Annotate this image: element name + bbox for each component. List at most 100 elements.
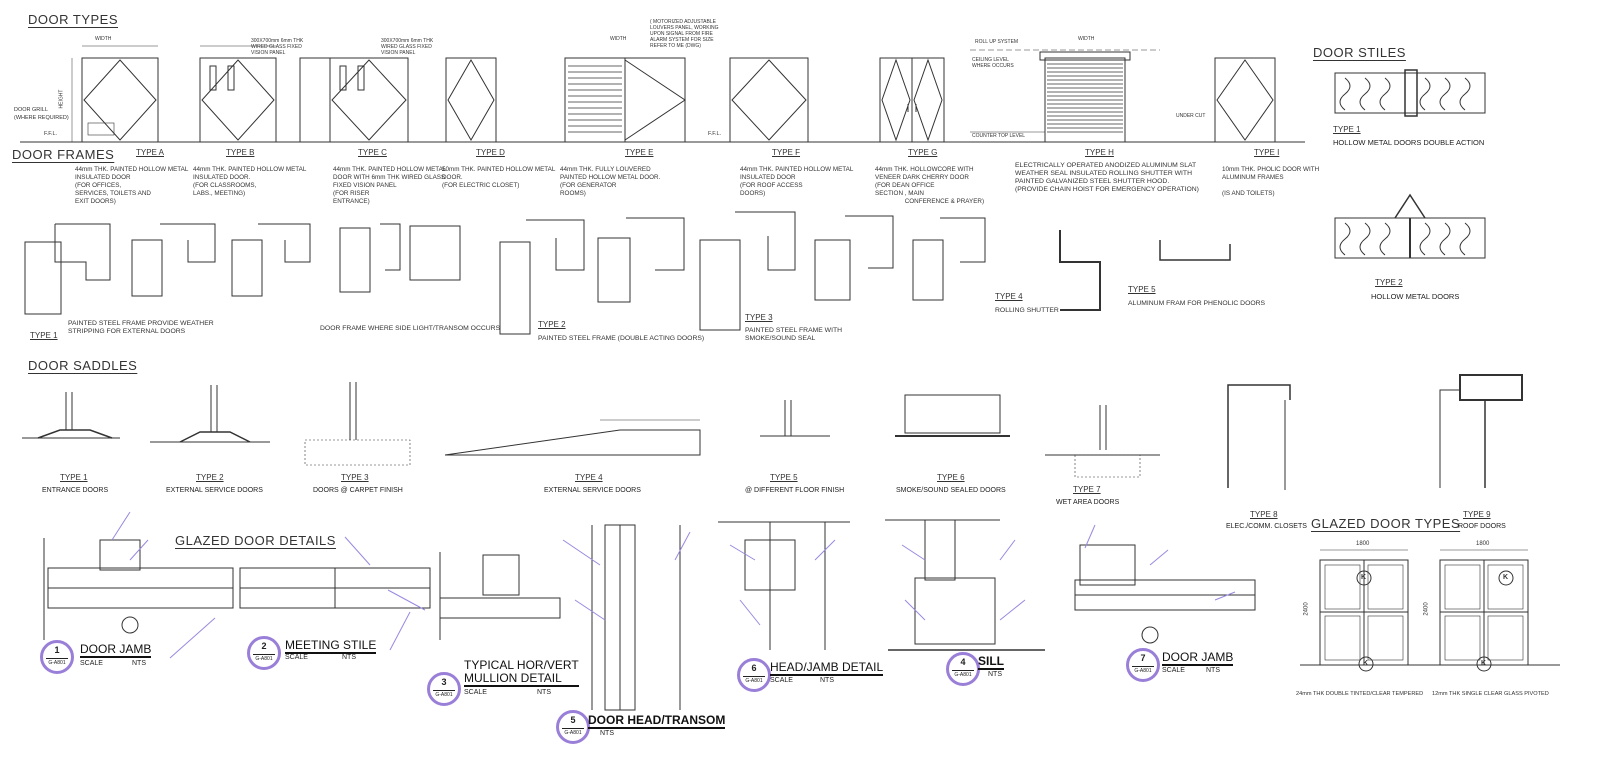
louvre-note: ( MOTORIZED ADJUSTABLE LOUVERS PANEL, WO… bbox=[650, 19, 719, 49]
door-stiles-drawing bbox=[1334, 69, 1486, 259]
counter-top-note: COUNTER TOP LEVEL bbox=[972, 133, 1026, 139]
glazed-type-1-width: 1800 bbox=[1356, 541, 1370, 547]
detail-7-number: 7 bbox=[1140, 653, 1146, 663]
saddle-type-4-caption: EXTERNAL SERVICE DOORS bbox=[544, 487, 641, 494]
detail-1-number: 1 bbox=[54, 645, 60, 655]
door-type-e-elevation bbox=[564, 57, 686, 143]
saddle-type-2-label: TYPE 2 bbox=[196, 473, 224, 482]
under-cut-note: UNDER CUT bbox=[1176, 113, 1206, 119]
saddle-type-3-caption: DOORS @ CARPET FINISH bbox=[313, 487, 403, 494]
frame-type-5-label: TYPE 5 bbox=[1128, 285, 1156, 294]
detail-3-title: TYPICAL HOR/VERT MULLION DETAIL bbox=[464, 658, 579, 687]
saddle-type-5-label: TYPE 5 bbox=[770, 473, 798, 482]
door-type-b-desc: 44mm THK. PAINTED HOLLOW METAL INSULATED… bbox=[193, 166, 307, 197]
detail-7-title: DOOR JAMB bbox=[1162, 650, 1234, 666]
saddle-type-3-label: TYPE 3 bbox=[341, 473, 369, 482]
detail-7-bubble: 7 G-A801 bbox=[1126, 648, 1160, 682]
detail-6-scale-label: SCALE bbox=[770, 677, 793, 684]
saddle-type-7-label: TYPE 7 bbox=[1073, 485, 1101, 494]
detail-2-sheet: G-A801 bbox=[253, 654, 275, 662]
detail-3-bubble: 3 G-A801 bbox=[427, 672, 461, 706]
glazed-type-2-caption: 12mm THK SINGLE CLEAR GLASS PIVOTED bbox=[1432, 691, 1549, 697]
door-type-h-elevation bbox=[970, 49, 1160, 143]
stile-type-1-label: TYPE 1 bbox=[1333, 125, 1361, 134]
glazed-type-2-height: 2400 bbox=[1423, 602, 1430, 616]
door-type-a-label: TYPE A bbox=[136, 148, 165, 157]
detail-5-number: 5 bbox=[570, 715, 576, 725]
glazed-details-drawing bbox=[43, 519, 1256, 711]
detail-1-scale: NTS bbox=[132, 660, 146, 667]
door-type-e-desc: 44mm THK. FULLY LOUVERED PAINTED HOLLOW … bbox=[560, 166, 661, 197]
glazed-mark-k-2: K bbox=[1363, 660, 1369, 667]
saddle-type-6-label: TYPE 6 bbox=[937, 473, 965, 482]
door-type-i-desc: 10mm THK. PHOLIC DOOR WITH ALUMINUM FRAM… bbox=[1222, 166, 1320, 197]
frame-type-2-caption: PAINTED STEEL FRAME (DOUBLE ACTING DOORS… bbox=[538, 335, 705, 342]
width-dimension-e: WIDTH bbox=[610, 36, 627, 42]
detail-6-sheet: G-A801 bbox=[743, 676, 765, 684]
saddle-type-6-caption: SMOKE/SOUND SEALED DOORS bbox=[896, 487, 1006, 494]
door-type-c-elevation bbox=[299, 57, 409, 143]
frame-type-1-label: TYPE 1 bbox=[30, 331, 58, 340]
door-type-d-label: TYPE D bbox=[476, 148, 505, 157]
saddle-type-1-label: TYPE 1 bbox=[60, 473, 88, 482]
detail-2-bubble: 2 G-A801 bbox=[247, 636, 281, 670]
detail-2-scale: NTS bbox=[342, 654, 356, 661]
detail-1-sheet: G-A801 bbox=[46, 658, 68, 666]
door-type-i-label: TYPE I bbox=[1254, 148, 1280, 157]
ffl-label-e: F.F.L. bbox=[708, 131, 722, 137]
frame-type-3-caption: PAINTED STEEL FRAME WITH SMOKE/SOUND SEA… bbox=[745, 327, 843, 342]
saddle-type-1-caption: ENTRANCE DOORS bbox=[42, 487, 109, 494]
width-dimension-a: WIDTH bbox=[95, 36, 112, 42]
frame-type-4-caption: ROLLING SHUTTER bbox=[995, 307, 1059, 314]
detail-4-scale: NTS bbox=[988, 671, 1002, 678]
glazed-types-drawing bbox=[1300, 549, 1560, 672]
door-type-d-elevation bbox=[445, 57, 497, 143]
door-type-c-label: TYPE C bbox=[358, 148, 387, 157]
saddle-type-2-caption: EXTERNAL SERVICE DOORS bbox=[166, 487, 263, 494]
door-saddles-title: DOOR SADDLES bbox=[28, 358, 138, 373]
saddle-type-9-label: TYPE 9 bbox=[1463, 510, 1491, 519]
detail-5-bubble: 5 G-A801 bbox=[556, 710, 590, 744]
detail-4-title: SILL bbox=[978, 654, 1004, 670]
detail-5-title: DOOR HEAD/TRANSOM bbox=[588, 713, 726, 729]
door-stiles-title: DOOR STILES bbox=[1313, 45, 1406, 60]
door-type-f-desc: 44mm THK. PAINTED HOLLOW METAL INSULATED… bbox=[740, 166, 854, 197]
glazed-door-details-title: GLAZED DOOR DETAILS bbox=[175, 533, 336, 548]
detail-4-sheet: G-A801 bbox=[952, 670, 974, 678]
ffl-label-a: F.F.L. bbox=[44, 131, 58, 137]
frame-type-5-caption: ALUMINUM FRAM FOR PHENOLIC DOORS bbox=[1128, 300, 1266, 307]
door-type-h-desc: ELECTRICALLY OPERATED ANODIZED ALUMINUM … bbox=[1015, 162, 1199, 193]
glazed-door-types-title: GLAZED DOOR TYPES bbox=[1311, 516, 1461, 531]
door-saddles-drawing bbox=[22, 374, 1523, 490]
detail-7-scale-label: SCALE bbox=[1162, 667, 1185, 674]
saddle-type-8-caption: ELEC./COMM. CLOSETS bbox=[1226, 523, 1307, 530]
saddle-type-9-caption: ROOF DOORS bbox=[1458, 523, 1506, 530]
frame-sidelight-caption: DOOR FRAME WHERE SIDE LIGHT/TRANSOM OCCU… bbox=[320, 325, 501, 332]
door-frames-drawing bbox=[24, 211, 1231, 335]
door-type-b-elevation bbox=[199, 45, 277, 143]
detail-1-bubble: 1 G-A801 bbox=[40, 640, 74, 674]
detail-6-scale: NTS bbox=[820, 677, 834, 684]
saddle-type-5-caption: @ DIFFERENT FLOOR FINISH bbox=[745, 487, 845, 494]
detail-3-scale: NTS bbox=[537, 689, 551, 696]
saddle-type-7-caption: WET AREA DOORS bbox=[1056, 499, 1120, 506]
detail-3-scale-label: SCALE bbox=[464, 689, 487, 696]
detail-6-title: HEAD/JAMB DETAIL bbox=[770, 660, 884, 676]
ceiling-level-note: CEILING LEVEL WHERE OCCURS bbox=[972, 57, 1014, 69]
glazed-type-1-height: 2400 bbox=[1303, 602, 1310, 616]
detail-4-number: 4 bbox=[960, 657, 966, 667]
glazed-type-1-caption: 24mm THK DOUBLE TINTED/CLEAR TEMPERED bbox=[1296, 691, 1424, 697]
detail-4-bubble: 4 G-A801 bbox=[946, 652, 980, 686]
door-type-h-label: TYPE H bbox=[1085, 148, 1114, 157]
door-type-g-desc: 44mm THK. HOLLOWCORE WITH VENEER DARK CH… bbox=[875, 166, 985, 205]
door-grill-note: DOOR GRILL (WHERE REQUIRED) bbox=[14, 107, 69, 121]
stile-type-2-label: TYPE 2 bbox=[1375, 278, 1403, 287]
frame-type-4-label: TYPE 4 bbox=[995, 292, 1023, 301]
frame-type-1-caption: PAINTED STEEL FRAME PROVIDE WEATHER STRI… bbox=[68, 320, 214, 335]
stile-type-2-caption: HOLLOW METAL DOORS bbox=[1371, 292, 1460, 301]
door-type-f-label: TYPE F bbox=[772, 148, 801, 157]
detail-6-number: 6 bbox=[751, 663, 757, 673]
door-type-a-elevation bbox=[71, 45, 159, 143]
door-frames-title: DOOR FRAMES bbox=[12, 147, 115, 162]
